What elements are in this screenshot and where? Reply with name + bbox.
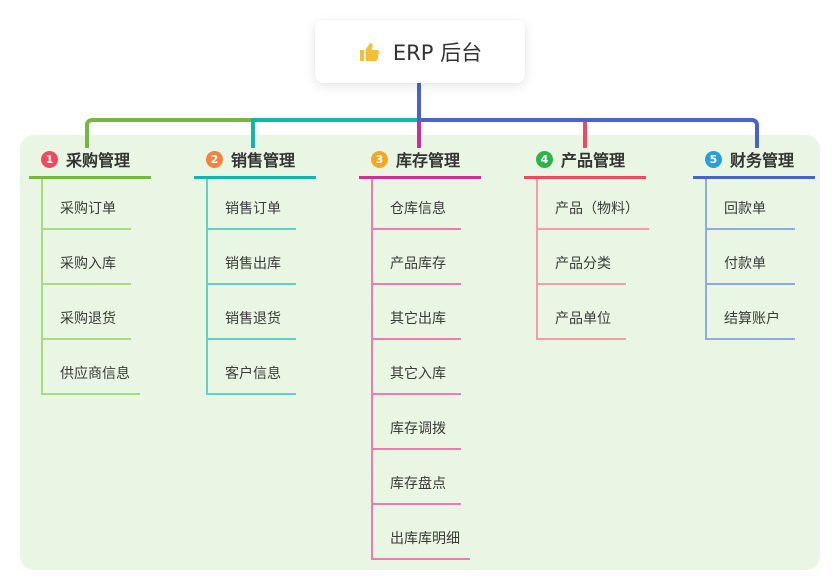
branch-node-inventory[interactable]: 3 库存管理 bbox=[359, 145, 481, 179]
child-node-label: 供应商信息 bbox=[60, 366, 130, 382]
child-node-label: 产品分类 bbox=[555, 256, 611, 272]
child-node[interactable]: 其它出库 bbox=[373, 285, 461, 340]
branch-column-inventory: 3 库存管理 仓库信息产品库存其它出库其它入库库存调拨库存盘点出库库明细 bbox=[359, 145, 481, 560]
branch-number-badge: 3 bbox=[371, 150, 388, 168]
root-node-label: ERP 后台 bbox=[392, 40, 483, 65]
branch-node-label: 财务管理 bbox=[730, 151, 795, 170]
connector-drop-sales bbox=[251, 122, 255, 148]
branch-children-product: 产品（物料） 产品分类产品单位 bbox=[536, 179, 649, 340]
connector-bus-finance bbox=[417, 118, 759, 148]
child-node-label: 销售订单 bbox=[225, 201, 281, 217]
branch-node-label: 库存管理 bbox=[396, 151, 461, 170]
child-node[interactable]: 产品单位 bbox=[538, 285, 626, 340]
child-node-label: 回款单 bbox=[724, 201, 766, 217]
branch-node-finance[interactable]: 5 财务管理 bbox=[693, 145, 815, 179]
branch-node-label: 产品管理 bbox=[561, 151, 626, 170]
child-node-label: 付款单 bbox=[724, 256, 766, 272]
child-node-label: 客户信息 bbox=[225, 366, 281, 382]
child-node-label: 产品（物料） bbox=[555, 201, 639, 217]
child-node-label: 其它出库 bbox=[390, 311, 446, 327]
branch-column-sales: 2 销售管理 销售订单销售出库销售退货客户信息 bbox=[194, 145, 316, 395]
child-node-label: 采购退货 bbox=[60, 311, 116, 327]
child-node[interactable]: 采购订单 bbox=[43, 179, 131, 230]
child-node[interactable]: 库存调拨 bbox=[373, 395, 461, 450]
branch-node-label: 销售管理 bbox=[231, 151, 296, 170]
child-node[interactable]: 仓库信息 bbox=[373, 179, 461, 230]
child-node[interactable]: 库存盘点 bbox=[373, 450, 461, 505]
child-node[interactable]: 出库库明细 bbox=[373, 505, 470, 560]
child-node[interactable]: 回款单 bbox=[707, 179, 795, 230]
thumbs-up-icon bbox=[359, 42, 379, 61]
child-node-label: 结算账户 bbox=[724, 311, 780, 327]
child-node[interactable]: 付款单 bbox=[707, 230, 795, 285]
connector-drop-product bbox=[583, 122, 587, 148]
child-node-label: 采购入库 bbox=[60, 256, 116, 272]
branch-column-purchase: 1 采购管理 采购订单采购入库采购退货供应商信息 bbox=[29, 145, 151, 395]
child-node-label: 产品单位 bbox=[555, 311, 611, 327]
branch-node-product[interactable]: 4 产品管理 bbox=[524, 145, 646, 179]
branch-number-badge: 5 bbox=[705, 150, 722, 168]
branch-node-sales[interactable]: 2 销售管理 bbox=[194, 145, 316, 179]
child-node-label: 采购订单 bbox=[60, 201, 116, 217]
branch-node-purchase[interactable]: 1 采购管理 bbox=[29, 145, 151, 179]
child-node[interactable]: 销售订单 bbox=[208, 179, 296, 230]
child-node-label: 仓库信息 bbox=[390, 201, 446, 217]
child-node-label: 库存盘点 bbox=[390, 476, 446, 492]
child-node-label: 其它入库 bbox=[390, 366, 446, 382]
connector-root-drop bbox=[417, 82, 421, 120]
child-node[interactable]: 销售出库 bbox=[208, 230, 296, 285]
branch-column-product: 4 产品管理 产品（物料） 产品分类产品单位 bbox=[524, 145, 649, 340]
child-node[interactable]: 其它入库 bbox=[373, 340, 461, 395]
connector-bus-sales bbox=[251, 118, 421, 122]
branches-background-panel bbox=[20, 135, 820, 570]
branch-number-badge: 1 bbox=[41, 150, 58, 168]
branch-number-badge: 2 bbox=[206, 150, 223, 168]
root-node[interactable]: ERP 后台 bbox=[315, 20, 525, 83]
connector-bus-purchase bbox=[85, 118, 255, 148]
child-node-label: 库存调拨 bbox=[390, 421, 446, 437]
child-node-label: 销售出库 bbox=[225, 256, 281, 272]
child-node[interactable]: 产品库存 bbox=[373, 230, 461, 285]
child-node-label: 产品库存 bbox=[390, 256, 446, 272]
child-node[interactable]: 采购退货 bbox=[43, 285, 131, 340]
child-node[interactable]: 客户信息 bbox=[208, 340, 296, 395]
branch-column-finance: 5 财务管理 回款单付款单结算账户 bbox=[693, 145, 815, 340]
branch-children-finance: 回款单付款单结算账户 bbox=[705, 179, 815, 340]
branch-number-badge: 4 bbox=[536, 150, 553, 168]
child-node[interactable]: 产品分类 bbox=[538, 230, 626, 285]
child-node[interactable]: 供应商信息 bbox=[43, 340, 140, 395]
child-node[interactable]: 产品（物料） bbox=[538, 179, 649, 230]
child-node[interactable]: 销售退货 bbox=[208, 285, 296, 340]
branch-children-sales: 销售订单销售出库销售退货客户信息 bbox=[206, 179, 316, 395]
branch-children-inventory: 仓库信息产品库存其它出库其它入库库存调拨库存盘点出库库明细 bbox=[371, 179, 481, 560]
child-node[interactable]: 结算账户 bbox=[707, 285, 795, 340]
child-node[interactable]: 采购入库 bbox=[43, 230, 131, 285]
branch-node-label: 采购管理 bbox=[66, 151, 131, 170]
child-node-label: 销售退货 bbox=[225, 311, 281, 327]
child-node-label: 出库库明细 bbox=[390, 531, 460, 547]
branch-children-purchase: 采购订单采购入库采购退货供应商信息 bbox=[41, 179, 151, 395]
connector-drop-inventory bbox=[417, 122, 421, 148]
